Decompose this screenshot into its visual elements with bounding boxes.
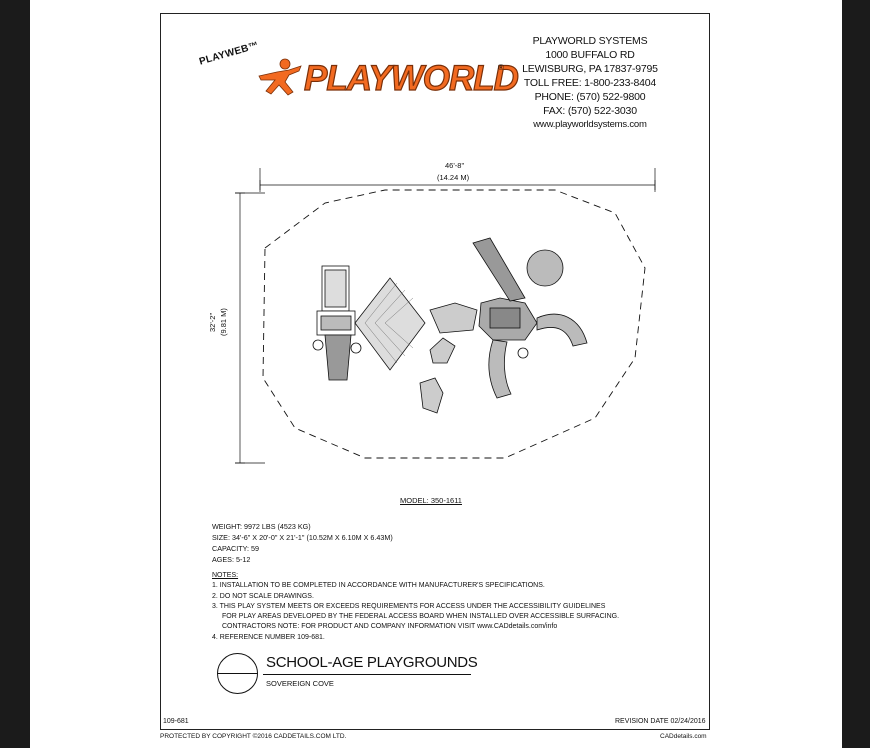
sheet-title: SCHOOL-AGE PLAYGROUNDS	[266, 654, 478, 671]
note-1: 1. INSTALLATION TO BE COMPLETED IN ACCOR…	[212, 582, 545, 590]
note-2: 2. DO NOT SCALE DRAWINGS.	[212, 592, 314, 600]
revision-date: REVISION DATE 02/24/2016	[615, 718, 706, 725]
registered-mark: ®	[498, 63, 504, 72]
company-phone: PHONE: (570) 522-9800	[534, 91, 646, 103]
net-climber	[354, 277, 426, 371]
left-tower	[312, 265, 362, 381]
company-website: www.playworldsystems.com	[533, 119, 647, 130]
specs-block: WEIGHT: 9972 LBS (4523 KG) SIZE: 34'-6" …	[212, 521, 393, 565]
depth-dimension-ft: 32'-2"	[208, 312, 217, 332]
company-toll-free: TOLL FREE: 1-800-233-8404	[523, 77, 657, 89]
dimension-lines	[235, 168, 656, 464]
company-address-line1: 1000 BUFFALO RD	[545, 49, 635, 61]
viewer-right-margin	[842, 0, 870, 748]
note-3: 3. THIS PLAY SYSTEM MEETS OR EXCEEDS REQ…	[212, 602, 606, 610]
company-address-line2: LEWISBURG, PA 17837-9795	[522, 63, 658, 75]
note-4: 4. REFERENCE NUMBER 109-681.	[212, 633, 325, 641]
note-3-line3: CONTRACTORS NOTE: FOR PRODUCT AND COMPAN…	[222, 623, 558, 631]
rock-climbers	[419, 302, 478, 414]
caddetails-link[interactable]: CADdetails.com	[660, 733, 707, 740]
viewer-left-margin	[0, 0, 30, 748]
playworld-figure-logo	[258, 58, 302, 96]
central-deck	[472, 237, 564, 359]
playworld-wordmark: PLAYWORLD	[303, 59, 519, 98]
curved-slides	[488, 313, 588, 399]
company-fax: FAX: (570) 522-3030	[543, 105, 637, 117]
title-underline	[263, 674, 471, 675]
drawing-sheet-border	[160, 13, 710, 730]
company-name: PLAYWORLD SYSTEMS	[532, 35, 648, 47]
notes-block: NOTES: 1. INSTALLATION TO BE COMPLETED I…	[212, 571, 619, 643]
notes-heading: NOTES:	[212, 572, 239, 579]
copyright-notice: PROTECTED BY COPYRIGHT ©2016 CADDETAILS.…	[160, 733, 347, 740]
note-3-line2: FOR PLAY AREAS DEVELOPED BY THE FEDERAL …	[222, 613, 620, 621]
title-block-symbol	[217, 653, 258, 694]
spec-size: SIZE: 34'-6" X 20'-0" X 21'-1" (10.52M X…	[212, 533, 393, 542]
company-address-block: PLAYWORLD SYSTEMS 1000 BUFFALO RD LEWISB…	[520, 34, 660, 132]
width-dimension-m: (14.24 M)	[437, 173, 470, 182]
width-dimension-ft: 46'-8"	[445, 161, 465, 170]
reference-number: 109-681	[163, 718, 189, 725]
spec-capacity: CAPACITY: 59	[212, 544, 260, 553]
spec-ages: AGES: 5-12	[212, 555, 251, 564]
sheet-subtitle: SOVEREIGN COVE	[266, 679, 334, 688]
model-number: MODEL: 350-1611	[400, 496, 462, 505]
playground-plan-drawing	[235, 168, 656, 464]
use-zone-boundary	[262, 189, 646, 459]
spec-weight: WEIGHT: 9972 LBS (4523 KG)	[212, 522, 311, 531]
